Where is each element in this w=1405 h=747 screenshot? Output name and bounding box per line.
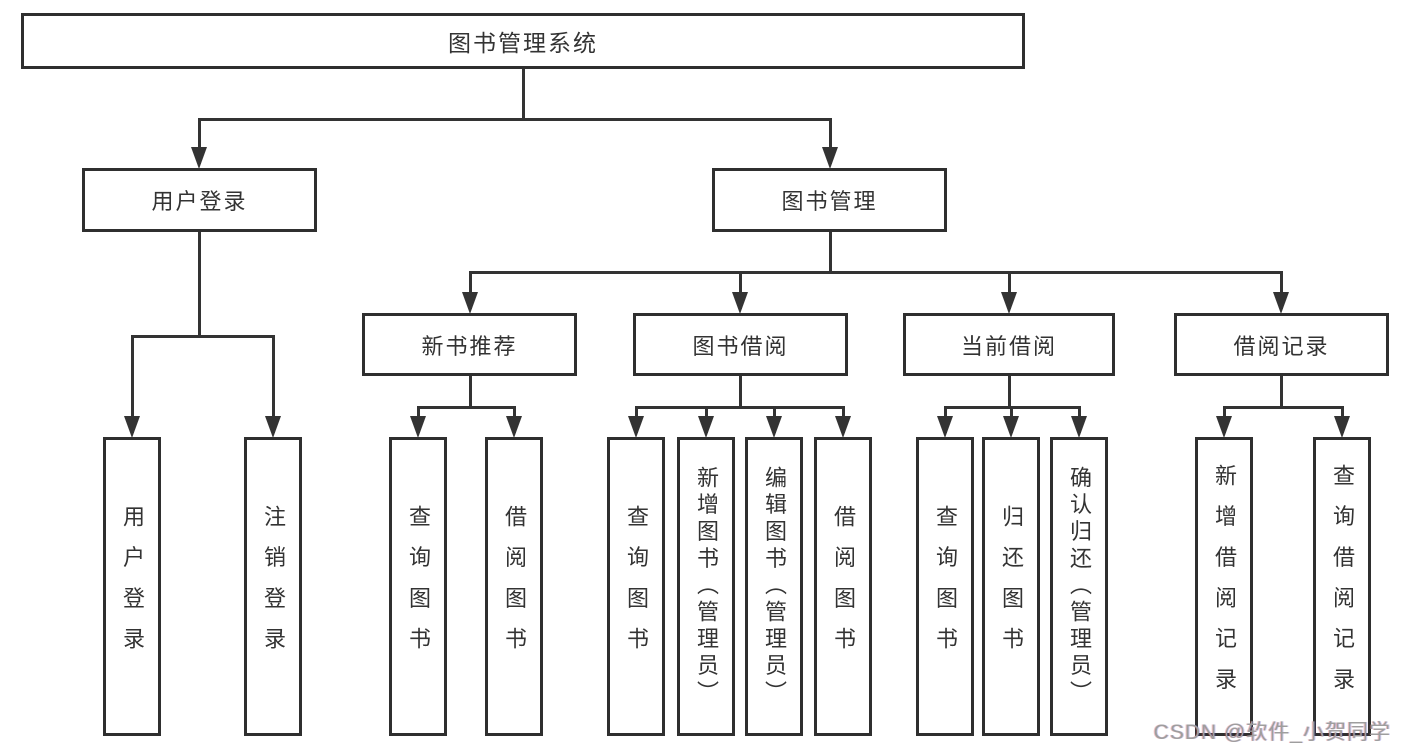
- arrow-head: [835, 416, 851, 438]
- connector-branch: [130, 334, 275, 338]
- leaf-edit-books-admin: 编辑图书（管理员）: [745, 437, 803, 736]
- leaf-borrow-books-recommend: 借阅图书: [485, 437, 543, 736]
- connector-stem: [1279, 376, 1283, 407]
- connector-drop: [130, 336, 134, 433]
- connector-stem: [738, 376, 742, 407]
- node-current-borrow: 当前借阅: [903, 313, 1115, 376]
- leaf-label: 编辑图书（管理员）: [762, 465, 787, 708]
- connector-stem: [1007, 376, 1011, 407]
- connector-branch: [416, 405, 516, 409]
- node-label: 图书借阅: [692, 333, 789, 359]
- arrow-head: [462, 292, 478, 314]
- leaf-return-books: 归还图书: [982, 437, 1040, 736]
- node-library-management-system: 图书管理系统: [21, 13, 1025, 69]
- leaf-label: 用户登录: [120, 505, 145, 668]
- node-book-borrow: 图书借阅: [633, 313, 848, 376]
- connector-branch: [197, 117, 832, 121]
- connector-drop: [1007, 272, 1011, 309]
- node-borrow-records: 借阅记录: [1174, 313, 1389, 376]
- leaf-label: 查询图书: [624, 505, 649, 668]
- leaf-label: 归还图书: [999, 505, 1024, 668]
- arrow-head: [410, 416, 426, 438]
- node-label: 图书管理系统: [448, 30, 598, 56]
- node-label: 用户登录: [151, 189, 248, 214]
- connector-drop: [468, 272, 472, 309]
- node-label: 图书管理: [781, 189, 878, 214]
- node-label: 借阅记录: [1233, 333, 1330, 359]
- arrow-head: [937, 416, 953, 438]
- csdn-watermark: CSDN @软件_小贺同学: [1153, 721, 1391, 744]
- leaf-confirm-return-admin: 确认归还（管理员）: [1050, 437, 1108, 736]
- leaf-label: 借阅图书: [831, 505, 856, 668]
- leaf-logout: 注销登录: [244, 437, 302, 736]
- leaf-borrow-books: 借阅图书: [814, 437, 872, 736]
- leaf-query-books-recommend: 查询图书: [389, 437, 447, 736]
- connector-drop: [1279, 272, 1283, 309]
- leaf-label: 查询图书: [933, 505, 958, 668]
- leaf-label: 查询借阅记录: [1330, 464, 1355, 709]
- arrow-head: [766, 416, 782, 438]
- leaf-label: 注销登录: [261, 505, 286, 668]
- connector-branch: [634, 405, 845, 409]
- arrow-head: [1334, 416, 1350, 438]
- arrow-head: [732, 292, 748, 314]
- connector-branch: [1222, 405, 1344, 409]
- arrow-head: [506, 416, 522, 438]
- arrow-head: [191, 147, 207, 169]
- arrow-head: [698, 416, 714, 438]
- arrow-head: [1273, 292, 1289, 314]
- arrow-head: [1003, 416, 1019, 438]
- connector-drop: [271, 336, 275, 433]
- connector-drop: [828, 119, 832, 164]
- arrow-head: [628, 416, 644, 438]
- leaf-user-login: 用户登录: [103, 437, 161, 736]
- connector-drop: [197, 119, 201, 164]
- leaf-label: 确认归还（管理员）: [1067, 465, 1092, 708]
- connector-stem: [197, 232, 201, 336]
- connector-stem: [828, 232, 832, 272]
- leaf-label: 查询图书: [406, 505, 431, 668]
- node-label: 新书推荐: [421, 333, 518, 359]
- arrow-head: [822, 147, 838, 169]
- leaf-label: 新增图书（管理员）: [694, 465, 719, 708]
- node-label: 当前借阅: [960, 333, 1057, 359]
- arrow-head: [265, 416, 281, 438]
- node-book-management: 图书管理: [712, 168, 947, 232]
- leaf-add-borrow-record: 新增借阅记录: [1195, 437, 1253, 736]
- connector-stem: [468, 376, 472, 407]
- leaf-query-borrow-record: 查询借阅记录: [1313, 437, 1371, 736]
- arrow-head: [1001, 292, 1017, 314]
- leaf-query-books-current: 查询图书: [916, 437, 974, 736]
- connector-stem: [521, 69, 525, 119]
- arrow-head: [1071, 416, 1087, 438]
- leaf-label: 新增借阅记录: [1212, 464, 1237, 709]
- connector-drop: [738, 272, 742, 309]
- node-new-book-recommend: 新书推荐: [362, 313, 577, 376]
- leaf-query-books-borrow: 查询图书: [607, 437, 665, 736]
- leaf-label: 借阅图书: [502, 505, 527, 668]
- arrow-head: [1216, 416, 1232, 438]
- leaf-add-books-admin: 新增图书（管理员）: [677, 437, 735, 736]
- connector-branch: [468, 270, 1283, 274]
- node-user-login: 用户登录: [82, 168, 317, 232]
- arrow-head: [124, 416, 140, 438]
